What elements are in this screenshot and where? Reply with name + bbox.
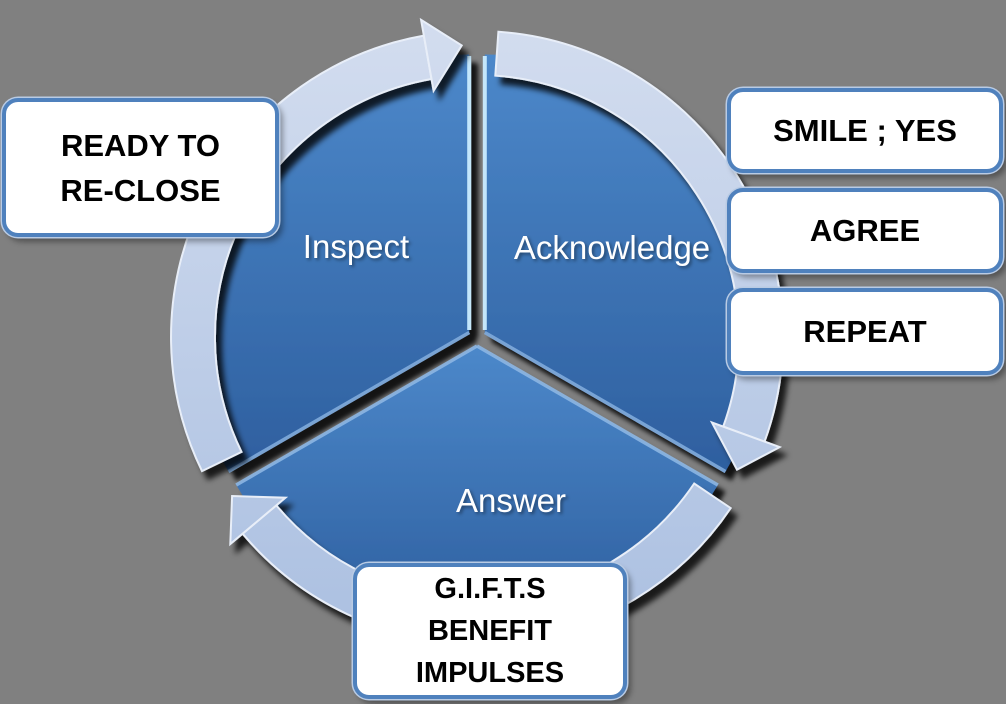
segment-label-inspect: Inspect xyxy=(302,228,410,265)
callout-line: BENEFIT xyxy=(427,615,553,647)
callout-line: REPEAT xyxy=(803,313,927,349)
segment-answer-shape xyxy=(235,344,719,625)
callout-agree: AGREE xyxy=(727,188,1003,273)
callout-gifts-benefit-impulses: G.I.F.T.S BENEFIT IMPULSES xyxy=(353,563,627,699)
segment-label-answer: Answer xyxy=(455,482,567,519)
callout-line: IMPULSES xyxy=(415,657,565,689)
callout-repeat: REPEAT xyxy=(727,288,1003,375)
callout-smile-yes: SMILE ; YES xyxy=(727,88,1003,173)
callout-ready-to-reclose: READY TO RE-CLOSE xyxy=(2,98,279,237)
callout-line: READY TO xyxy=(60,127,221,163)
cycle-arrow-top-icon xyxy=(170,17,464,473)
cycle-arrow-right-icon xyxy=(494,30,784,471)
segment-label-acknowledge: Acknowledge xyxy=(513,229,711,266)
callout-line: G.I.F.T.S xyxy=(434,573,546,605)
callout-line: AGREE xyxy=(809,212,921,248)
callout-line: RE-CLOSE xyxy=(60,172,221,208)
callout-line: SMILE ; YES xyxy=(773,112,957,148)
